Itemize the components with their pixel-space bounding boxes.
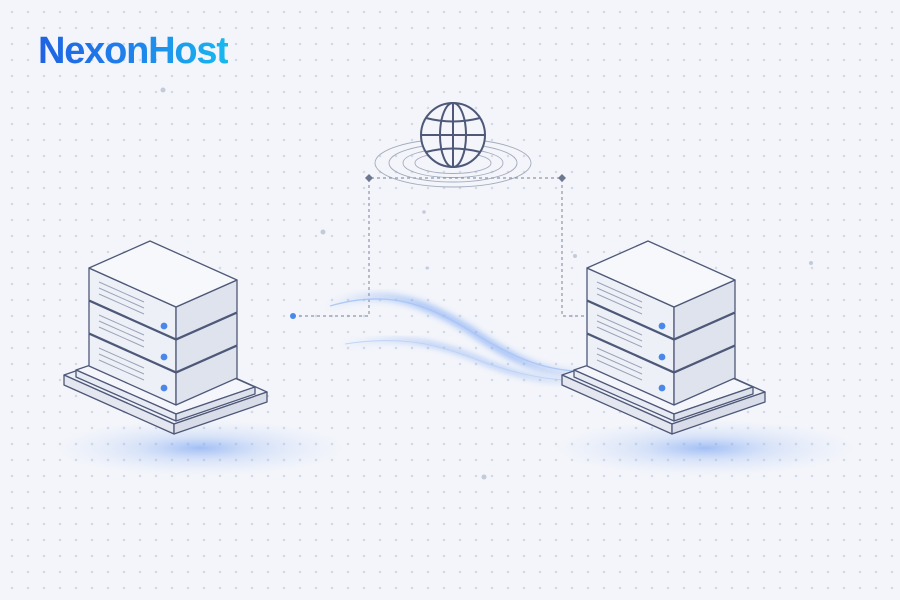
server-right-status-lights: [658, 322, 666, 392]
server-left-status-lights: [160, 322, 168, 392]
connector-lines: [293, 177, 612, 317]
server-stack-left: [63, 240, 268, 435]
brand-logo: NexonHost: [38, 30, 229, 72]
data-stream: [323, 292, 611, 386]
connector-nodes: [290, 174, 616, 319]
particles: [160, 87, 813, 480]
left-floor-glow: [55, 420, 345, 476]
right-floor-glow: [555, 420, 855, 476]
server-stack-right: [561, 240, 766, 435]
globe-group: [374, 102, 532, 188]
globe-icon: [420, 102, 486, 168]
